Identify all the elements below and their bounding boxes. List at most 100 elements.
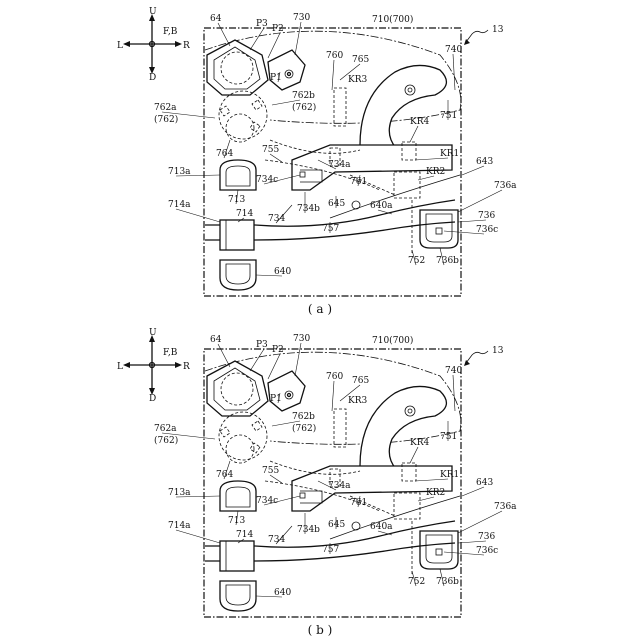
- ref-label-kr2: KR2: [426, 488, 445, 498]
- ref-label-734c: 734c: [256, 175, 278, 185]
- ref-label-730: 730: [293, 334, 310, 344]
- ref-label-p1: P1: [270, 394, 282, 404]
- ref-label-730: 730: [293, 13, 310, 23]
- ref-label-736c: 736c: [476, 546, 498, 556]
- ref-label-760: 760: [326, 372, 343, 382]
- figure-number: 13: [492, 25, 504, 35]
- figure-reference: 13: [464, 346, 504, 366]
- ref-label-p2: P2: [272, 24, 284, 34]
- leader-line: [218, 344, 230, 367]
- leader-line: [453, 54, 455, 90]
- direction-up: U: [149, 328, 157, 338]
- ref-label-736a: 736a: [494, 181, 517, 191]
- ref-label-714: 714: [236, 530, 253, 540]
- ref-label-713: 713: [228, 195, 245, 205]
- ref-label-740: 740: [445, 45, 462, 55]
- ref-label-734: 734: [268, 535, 285, 545]
- ref-label-755: 755: [262, 466, 279, 476]
- leader-line: [176, 209, 220, 222]
- ref-label-kr3: KR3: [348, 75, 368, 85]
- ref-label-p1: P1: [270, 73, 282, 83]
- ref-label-757: 757: [322, 224, 339, 234]
- ref-label-734c: 734c: [256, 496, 278, 506]
- ref-label-713a: 713a: [168, 167, 191, 177]
- ref-label-kr1: KR1: [440, 470, 459, 480]
- ref-label-762a2: (762): [154, 435, 178, 446]
- ref-label-761: 761: [350, 177, 367, 187]
- ref-label-736: 736: [478, 532, 495, 542]
- figure-number: 13: [492, 346, 504, 356]
- leader-line: [458, 511, 502, 533]
- ref-label-643: 643: [476, 157, 493, 167]
- direction-left: L: [117, 41, 123, 51]
- ref-label-734: 734: [268, 214, 285, 224]
- direction-down: D: [149, 73, 156, 83]
- ref-label-765: 765: [352, 376, 369, 386]
- ref-label-764: 764: [216, 149, 233, 159]
- ref-label-kr4: KR4: [410, 438, 430, 448]
- leader-line: [250, 349, 264, 371]
- ref-label-755: 755: [262, 145, 279, 155]
- ref-label-760: 760: [326, 51, 343, 61]
- panel-caption: ( a ): [308, 302, 332, 316]
- ref-label-710: 710(700): [372, 14, 413, 25]
- ref-label-734a: 734a: [328, 160, 351, 170]
- ref-label-640a: 640a: [370, 201, 393, 211]
- ref-label-645: 645: [328, 199, 345, 209]
- ref-label-kr2: KR2: [426, 167, 445, 177]
- ref-label-761: 761: [350, 498, 367, 508]
- ref-label-736: 736: [478, 211, 495, 221]
- ref-label-765: 765: [352, 55, 369, 65]
- leader-line: [462, 487, 484, 496]
- direction-front-back: F,B: [163, 27, 178, 37]
- ref-label-kr3: KR3: [348, 396, 368, 406]
- ref-label-762a2: (762): [154, 114, 178, 125]
- ref-label-762: (762): [292, 102, 316, 113]
- ref-label-713: 713: [228, 516, 245, 526]
- direction-right: R: [183, 362, 190, 372]
- leader-line: [295, 22, 301, 55]
- ref-label-752: 752: [408, 577, 425, 587]
- leader-line: [218, 23, 230, 46]
- panel-caption: ( b ): [308, 623, 333, 637]
- leader-line: [332, 381, 334, 411]
- ref-label-p3: P3: [256, 19, 268, 29]
- ref-label-p2: P2: [272, 345, 284, 355]
- ref-label-kr1: KR1: [440, 149, 459, 159]
- ref-label-643: 643: [476, 478, 493, 488]
- ref-label-734b: 734b: [297, 525, 320, 535]
- direction-up: U: [149, 7, 157, 17]
- leader-line: [462, 166, 484, 175]
- direction-front-back: F,B: [163, 348, 178, 358]
- direction-down: D: [149, 394, 156, 404]
- ref-label-751: 751: [440, 111, 457, 121]
- ref-label-764: 764: [216, 470, 233, 480]
- ref-label-752: 752: [408, 256, 425, 266]
- ref-label-762b: 762b: [292, 91, 315, 101]
- ref-label-740: 740: [445, 366, 462, 376]
- leader-line: [458, 190, 502, 212]
- ref-label-714a: 714a: [168, 200, 191, 210]
- direction-compass: U D L R F,B: [117, 7, 190, 83]
- ref-label-762b: 762b: [292, 412, 315, 422]
- leader-line: [332, 60, 334, 90]
- ref-label-713a: 713a: [168, 488, 191, 498]
- ref-label-736b: 736b: [436, 256, 459, 266]
- ref-label-736b: 736b: [436, 577, 459, 587]
- ref-label-640: 640: [274, 588, 291, 598]
- ref-label-736c: 736c: [476, 225, 498, 235]
- ref-label-640: 640: [274, 267, 291, 277]
- ref-label-757: 757: [322, 545, 339, 555]
- direction-right: R: [183, 41, 190, 51]
- leader-line: [250, 28, 264, 50]
- direction-left: L: [117, 362, 123, 372]
- ref-label-762a: 762a: [154, 424, 177, 434]
- ref-label-640a: 640a: [370, 522, 393, 532]
- leader-line: [295, 343, 301, 376]
- leader-line: [453, 375, 455, 411]
- figure-reference: 13: [464, 25, 504, 45]
- leader-line: [268, 33, 280, 58]
- leader-line: [410, 447, 418, 463]
- ref-label-762a: 762a: [154, 103, 177, 113]
- ref-label-751: 751: [440, 432, 457, 442]
